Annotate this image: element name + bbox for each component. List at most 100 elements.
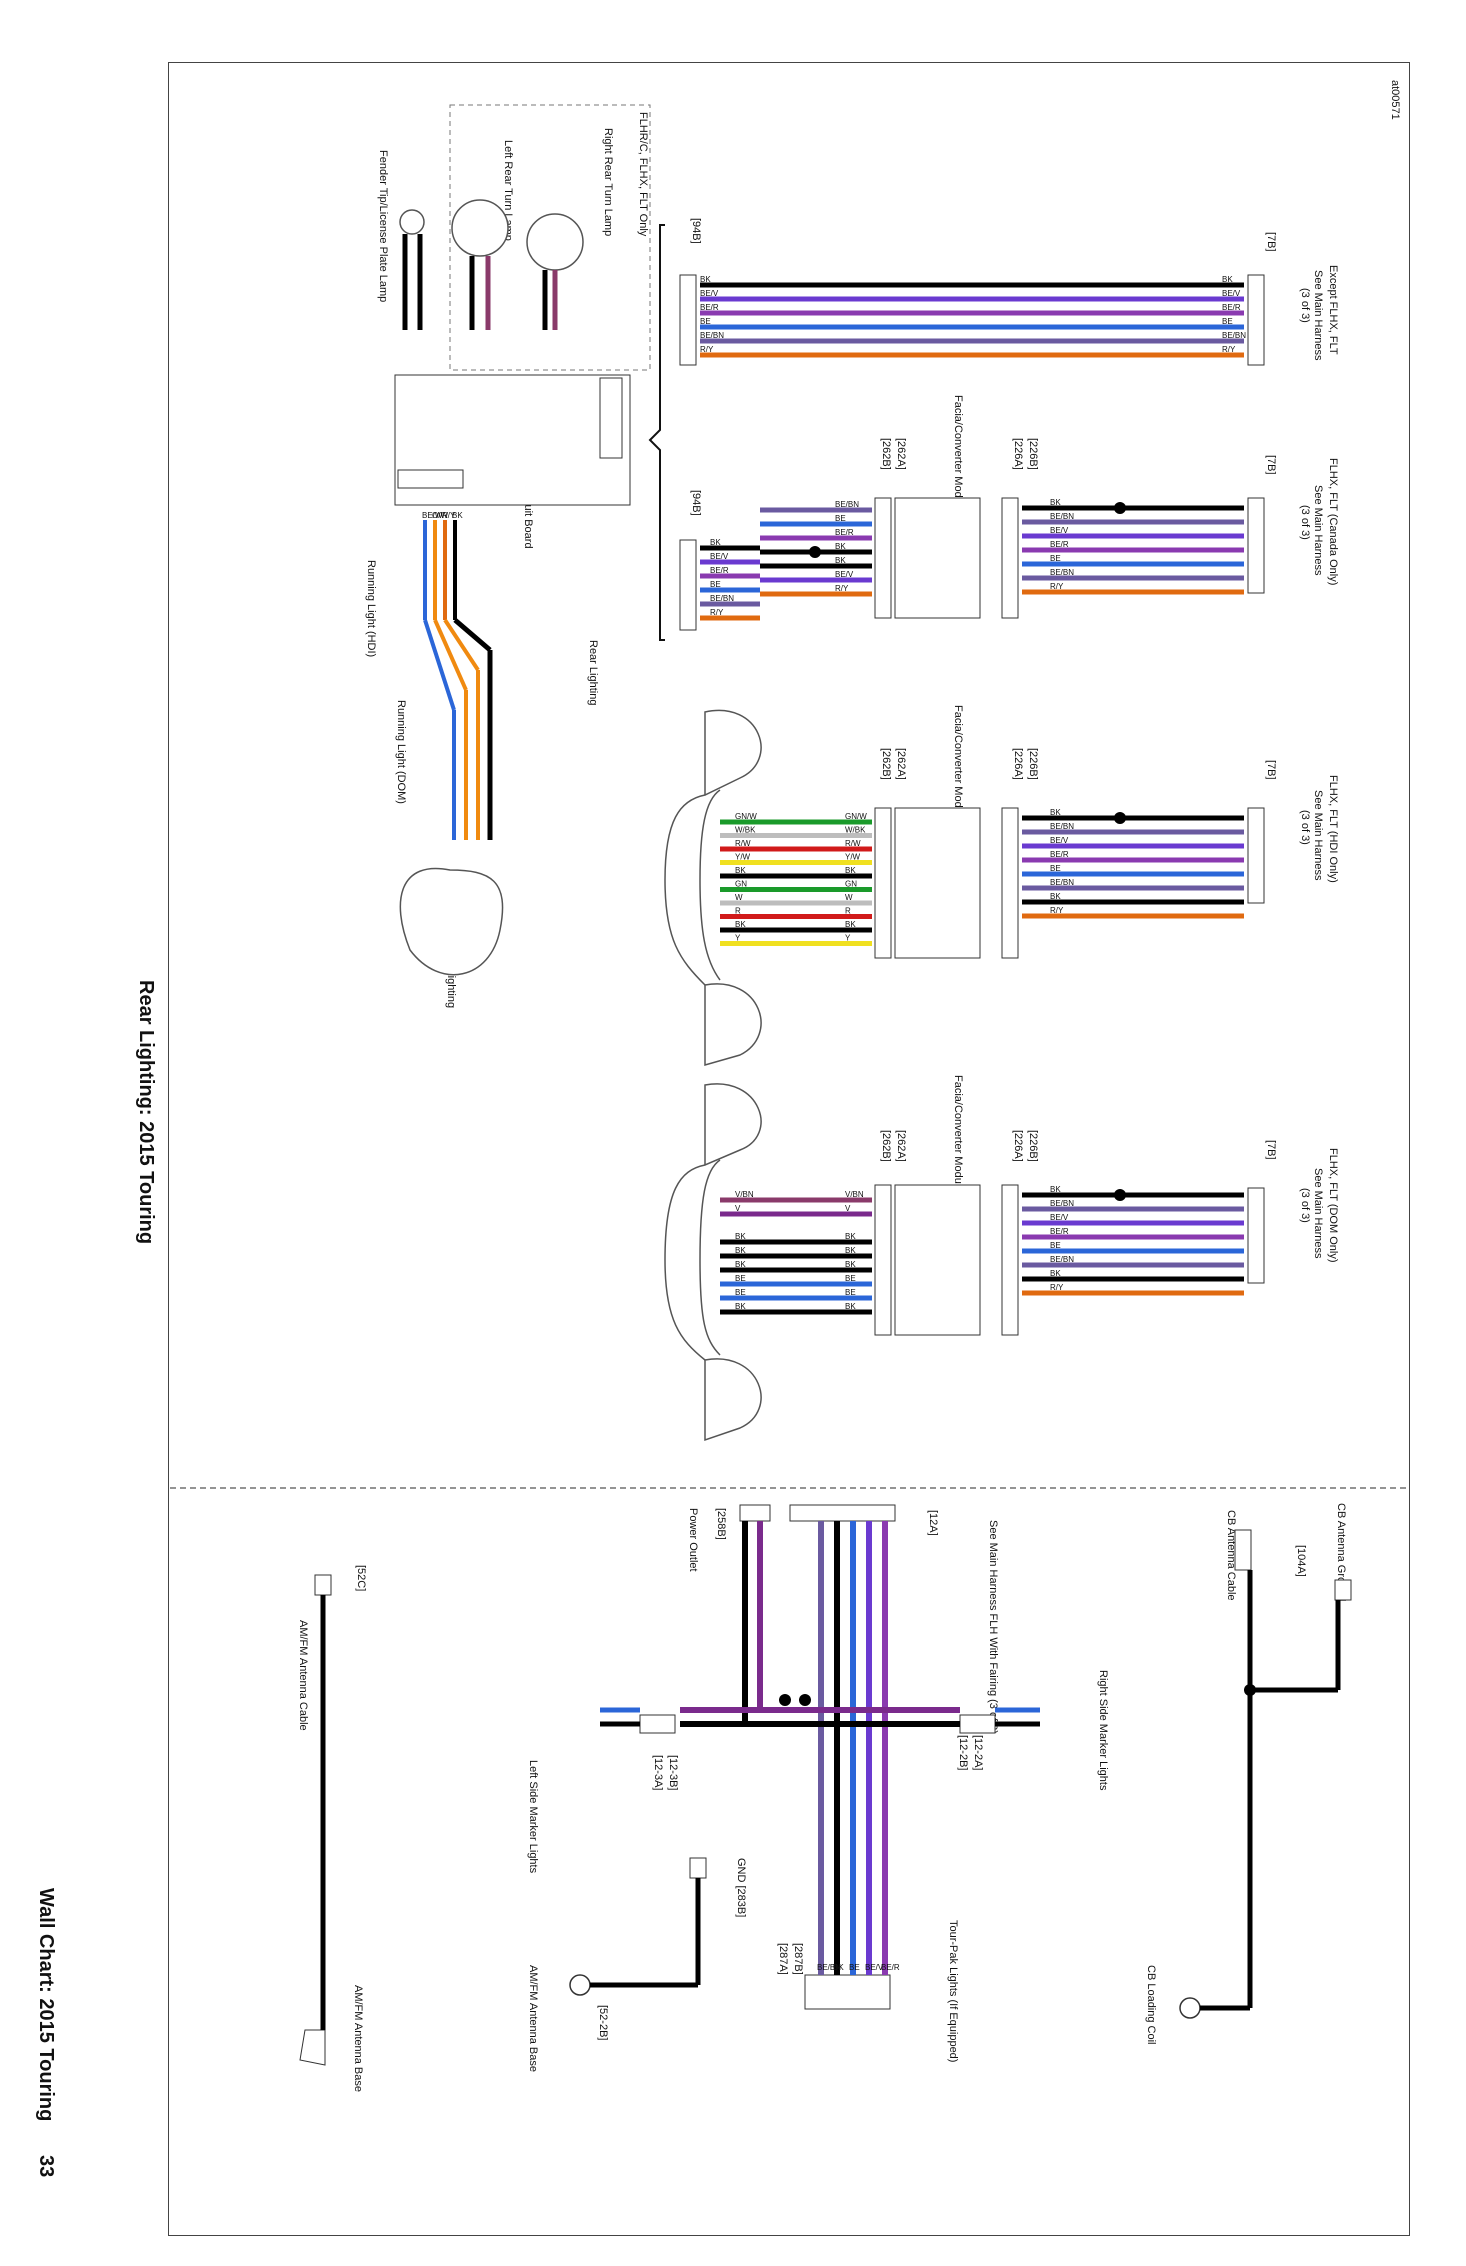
wire-label-rear: R/Y [442, 511, 456, 520]
block2-subtitle: See Main Harness [1312, 485, 1324, 576]
block1-subtitle: See Main Harness [1312, 270, 1324, 361]
running-light-dom: Running Light (DOM) [395, 700, 407, 804]
wire-label-tourpak: BK [833, 1963, 844, 1972]
right-rear-turn-lamp: Right Rear Turn Lamp [602, 128, 614, 236]
wire-label-b2-far: BK [710, 538, 721, 547]
wire-label-b3-near: R/W [735, 839, 751, 848]
wire-label-b4-out: BK [845, 1246, 856, 1255]
splice-dot [1114, 502, 1126, 514]
wire-label-b3-out: GN/W [845, 812, 867, 821]
flhr-note: FLHR/C, FLHX, FLT Only [637, 112, 649, 237]
wire-label-b4-out: V [845, 1204, 851, 1213]
wire-label-tourpak: BE [849, 1963, 860, 1972]
wire-label-b1: BE [1222, 317, 1233, 326]
left-side-marker: Left Side Marker Lights [527, 1760, 539, 1874]
wire-label-b3: BK [1050, 808, 1061, 817]
conn-12-3b: [12-3B] [667, 1755, 679, 1790]
splice-dot [1244, 1684, 1256, 1696]
conn-104a: [104A] [1295, 1545, 1307, 1577]
wire-label-b3-near: Y/W [735, 853, 751, 862]
block2-conn-b: [226A] [1012, 438, 1024, 470]
wire-label-b1-far: BE/R [700, 303, 719, 312]
wire-label-b3-near: W [735, 893, 743, 902]
wire-label-b4-near: V/BN [735, 1190, 754, 1199]
block3-conn-a: [226B] [1027, 748, 1039, 780]
block3-conn-d: [262B] [880, 748, 892, 780]
wire-label-b4-near: BK [735, 1260, 746, 1269]
wire-o [443, 618, 480, 672]
wire-label-b2-out: BE/R [835, 528, 854, 537]
block1-subtitle2: (3 of 3) [1299, 288, 1311, 323]
fender-tip-lamp: Fender Tip/License Plate Lamp [377, 150, 389, 302]
wire-label-b4-near: V [735, 1204, 741, 1213]
wire-label-b3-out: GN [845, 880, 857, 889]
wire-label-b4: BK [1050, 1269, 1061, 1278]
wire-label-b2: BE/V [1050, 526, 1069, 535]
wire-label-b2-far: BE [710, 580, 721, 589]
block3-conn-b: [226A] [1012, 748, 1024, 780]
amfm-base-top: AM/FM Antenna Base [352, 1985, 364, 2092]
group-brace [648, 224, 665, 641]
wire-label-b3: BE/R [1050, 850, 1069, 859]
wire-label-b2-far: BE/V [710, 552, 729, 561]
wire-label-b1-far: BE [700, 317, 711, 326]
wire-label-tourpak: BE/R [881, 1963, 900, 1972]
wire-label-b1-far: BK [700, 275, 711, 284]
wire-label-b3: BE/BN [1050, 822, 1074, 831]
block3-title: FLHX, FLT (HDI Only) [1327, 775, 1339, 883]
wire-label-b1-far: BE/BN [700, 331, 724, 340]
wire-label-b3-near: GN/W [735, 812, 757, 821]
wire-label-b3: BK [1050, 892, 1061, 901]
block2-title: FLHX, FLT (Canada Only) [1327, 458, 1339, 585]
block4-connector: [7B] [1265, 1140, 1277, 1160]
wire-label-b4-near: BK [735, 1246, 746, 1255]
wire-label-b2-out: BK [835, 542, 846, 551]
wire-label-b1-far: R/Y [700, 345, 714, 354]
amfm-base-mid: AM/FM Antenna Base [527, 1965, 539, 2072]
see-main-harness-flh: See Main Harness FLH With Fairing (3 of … [987, 1520, 999, 1734]
wire-label-b4: R/Y [1050, 1283, 1064, 1292]
wire-label-b4: BE/BN [1050, 1199, 1074, 1208]
block4-conn-d: [262B] [880, 1130, 892, 1162]
wire-label-b2-out: BK [835, 556, 846, 565]
wire-label-b1: BE/V [1222, 289, 1241, 298]
wire-label-b3-out: R/W [845, 839, 861, 848]
splice-dot [779, 1694, 791, 1706]
wire-label-b4-out: BK [845, 1302, 856, 1311]
wire-label-tourpak: BE/BN [817, 1963, 841, 1972]
wire-label-b4-out: BE [845, 1274, 856, 1283]
wire-label-b4-near: BK [735, 1302, 746, 1311]
gnd-283b: GND [283B] [735, 1858, 747, 1917]
right-side-marker: Right Side Marker Lights [1097, 1670, 1109, 1791]
wire-label-b3-near: R [735, 907, 741, 916]
block2-conn-c: [262A] [895, 438, 907, 470]
splice-dot [1114, 1189, 1126, 1201]
power-outlet: Power Outlet [687, 1508, 699, 1572]
conn-12-3a: [12-3A] [652, 1755, 664, 1790]
wire-label-b3-out: BK [845, 866, 856, 875]
splice-dot [809, 546, 821, 558]
wire-label-b3: R/Y [1050, 906, 1064, 915]
wire-label-b3-near: BK [735, 866, 746, 875]
block2-module: Facia/Converter Module [952, 395, 964, 512]
rear-lighting-title: Rear Lighting: 2015 Touring [135, 980, 157, 1244]
wire-be [423, 619, 456, 711]
lower-components: CB Antenna Ground CB Antenna Cable CB Lo… [297, 1503, 1352, 2092]
amfm-cable: AM/FM Antenna Cable [297, 1620, 309, 1731]
block2-subtitle2: (3 of 3) [1299, 505, 1311, 540]
block3-conn-c: [262A] [895, 748, 907, 780]
block4-conn-b: [226A] [1012, 1130, 1024, 1162]
block2-connector: [7B] [1265, 455, 1277, 475]
wire-label-b3: BE [1050, 864, 1061, 873]
block3-connector: [7B] [1265, 760, 1277, 780]
wire-label-b4: BE [1050, 1241, 1061, 1250]
wire-label-b3-near: GN [735, 880, 747, 889]
conn-287a: [287A] [777, 1943, 789, 1975]
wire-label-b4-out: V/BN [845, 1190, 864, 1199]
block4-conn-c: [262A] [895, 1130, 907, 1162]
wire-label-b2-out: BE/BN [835, 500, 859, 509]
wire-label-b3: BE/V [1050, 836, 1069, 845]
wire-label-b3-out: W/BK [845, 826, 866, 835]
harness-block-except-flhx: Except FLHX, FLT See Main Harness (3 of … [679, 218, 1339, 366]
wire-label-b2-out: BE/V [835, 570, 854, 579]
